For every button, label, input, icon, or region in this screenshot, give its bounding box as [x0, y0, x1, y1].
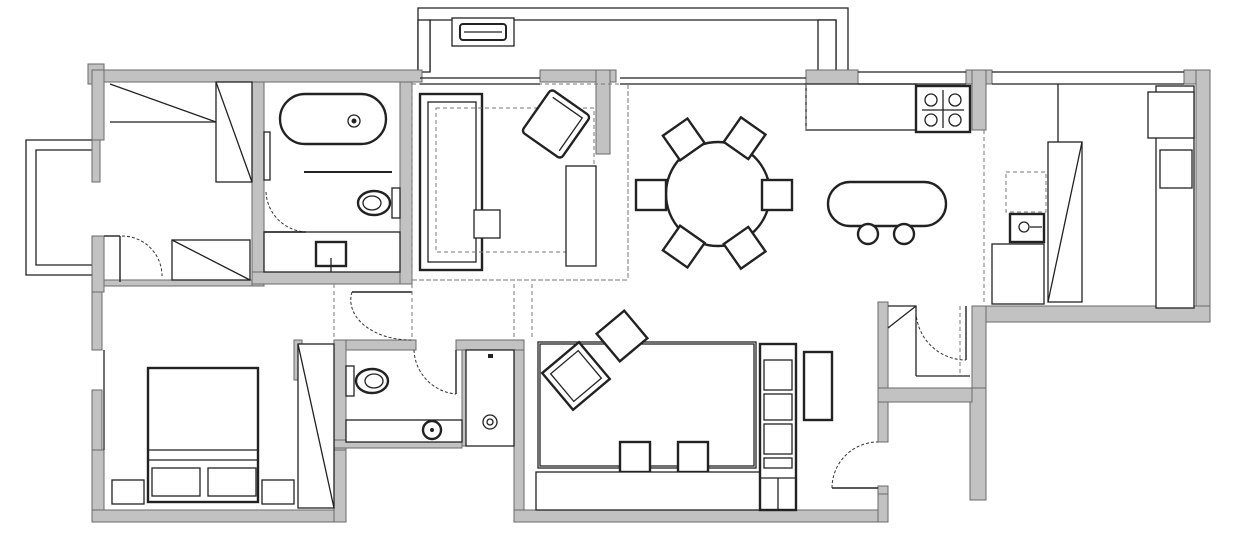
lounge: [513, 284, 834, 512]
kitchen-island: [826, 180, 948, 228]
toilet-icon: [345, 365, 390, 397]
wardrobe-nook: [104, 81, 253, 282]
misc-lines: [412, 77, 806, 281]
kitchen-sink-icon: [1008, 212, 1046, 244]
bedroom: [103, 343, 335, 509]
wc: [333, 284, 463, 443]
dining-area: [634, 115, 948, 271]
terrace: [417, 7, 849, 73]
main-bathroom: [263, 92, 401, 273]
lounge-chair: [540, 340, 612, 412]
toilet-icon: [356, 187, 401, 219]
cooktop-icon: [914, 84, 972, 134]
sofa: [418, 92, 484, 272]
walls: [87, 63, 1211, 523]
bookcase: [758, 342, 798, 512]
bathtub-icon: [278, 92, 388, 146]
armchair: [521, 89, 591, 159]
shower-room: [465, 349, 515, 447]
kitchen: [805, 71, 1195, 309]
shower-drain-icon: [482, 414, 498, 430]
left-balcony: [25, 139, 98, 276]
entry-closet: [831, 305, 970, 489]
